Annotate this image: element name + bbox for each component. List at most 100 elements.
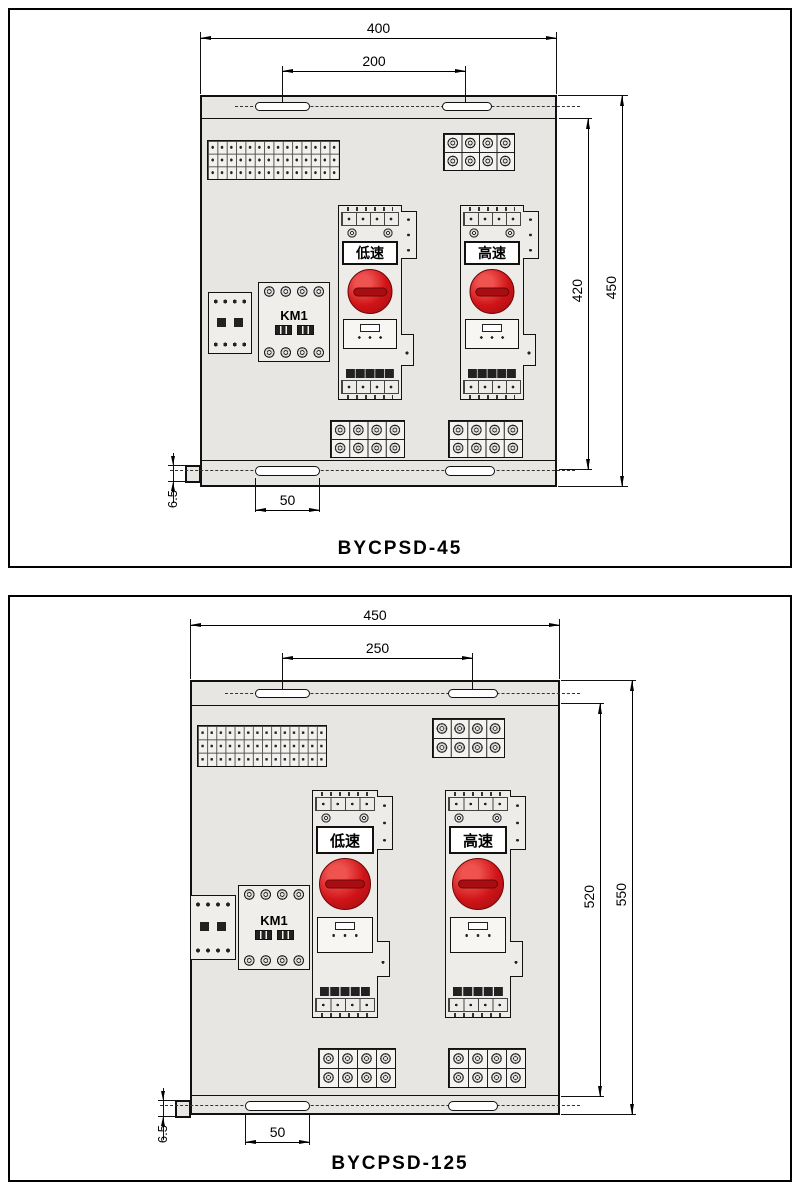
mounting-notches — [347, 207, 393, 211]
extension-line — [190, 619, 191, 679]
dim-label: 50 — [269, 1124, 286, 1140]
contactor-screw-row — [241, 887, 307, 902]
speed-label: 低速 — [316, 826, 374, 854]
terminal-squares — [468, 369, 516, 378]
extension-line — [556, 32, 557, 94]
screw-terminal-block — [443, 133, 515, 171]
mounting-notches — [454, 792, 502, 796]
diagram-frame-45: 400 200 420 450 低速 — [8, 8, 792, 568]
terminal-squares — [320, 987, 370, 996]
mounting-slot — [255, 102, 310, 111]
terminal-row-bottom — [463, 380, 521, 394]
contact-symbol — [296, 324, 314, 335]
extension-line — [561, 1096, 604, 1097]
arrow-up-icon — [171, 482, 175, 491]
device-dots-row — [211, 338, 249, 351]
dim-slot-offset: 50 — [255, 492, 320, 512]
display-window — [465, 319, 519, 349]
dim-label: 200 — [362, 53, 386, 69]
contact-symbol — [274, 324, 292, 335]
dim-flange-line — [173, 453, 174, 503]
starter-module-low-speed: 低速 — [338, 205, 417, 400]
mounting-slot — [445, 466, 495, 476]
terminal-row-bottom — [341, 380, 399, 394]
speed-label: 低速 — [342, 241, 398, 265]
extension-line — [465, 66, 466, 103]
extension-line — [561, 1114, 636, 1115]
knob-area — [313, 854, 377, 915]
diagram-frame-125: 450 250 520 550 低速 — [8, 595, 792, 1182]
terminal-squares — [453, 987, 503, 996]
mounting-notches — [469, 395, 515, 399]
dim-label: 550 — [613, 882, 629, 906]
screw-terminal-block — [318, 1048, 396, 1088]
extension-line — [282, 653, 283, 690]
device-dots-row — [211, 295, 249, 308]
dim-label: 450 — [363, 607, 387, 623]
device-squares — [200, 922, 226, 931]
flange-ear — [175, 1100, 191, 1118]
mounting-slot — [255, 466, 320, 476]
aux-contact-block — [401, 211, 417, 259]
extension-line — [200, 32, 201, 94]
contact-symbol — [254, 930, 272, 940]
aux-device — [190, 895, 236, 960]
dim-flange-line — [163, 1088, 164, 1140]
dim-label: 6.5 — [165, 490, 180, 509]
contact-symbol — [276, 930, 294, 940]
contactor-label: KM1 — [260, 913, 288, 928]
indicator-dots — [328, 932, 362, 939]
contactor: KM1 — [238, 885, 310, 970]
aux-device — [208, 292, 252, 354]
aux-contact-block — [377, 796, 393, 850]
knob-handle — [458, 879, 498, 889]
contact-symbols — [274, 324, 314, 335]
terminal-row-bottom — [448, 998, 508, 1012]
centerline-bottom — [170, 470, 575, 471]
strip-line-bottom — [190, 1095, 560, 1096]
display-window — [343, 319, 397, 349]
terminal-squares — [346, 369, 394, 378]
screw-terminal-block — [448, 1048, 526, 1088]
strip-line-top — [190, 705, 560, 706]
mounting-notches — [321, 792, 369, 796]
contact-symbols — [254, 930, 294, 940]
reset-button-icon — [482, 324, 502, 332]
rotary-knob-icon — [452, 858, 504, 910]
contactor-body: KM1 — [239, 902, 309, 952]
dim-body-height: 520 — [581, 703, 602, 1097]
dim-label: 50 — [279, 492, 296, 508]
dim-overall-width: 400 — [200, 20, 557, 40]
contactor-body: KM1 — [259, 299, 329, 344]
dim-label: 6.5 — [155, 1125, 170, 1144]
terminal-row-top — [463, 212, 521, 226]
knob-area — [339, 265, 401, 317]
side-tab — [377, 941, 390, 977]
mounting-notches — [347, 395, 393, 399]
extension-line — [561, 703, 604, 704]
extension-line — [559, 619, 560, 679]
dim-hole-spacing: 250 — [282, 640, 473, 660]
starter-module-high-speed: 高速 — [445, 790, 526, 1018]
rotary-knob-icon — [319, 858, 371, 910]
extension-line — [559, 118, 592, 119]
dim-body-height: 420 — [569, 118, 590, 470]
terminal-row-top — [341, 212, 399, 226]
indicator-dots — [354, 334, 386, 341]
contactor-screw-row — [241, 953, 307, 968]
diagram-title: BYCPSD-125 — [331, 1153, 469, 1174]
extension-line — [472, 653, 473, 690]
dim-overall-height: 450 — [603, 95, 624, 487]
extension-line — [309, 1113, 310, 1145]
extension-line — [158, 1100, 176, 1101]
screw-terminal-block — [432, 718, 505, 758]
strip-line-top — [200, 118, 557, 119]
knob-handle — [474, 287, 510, 296]
terminal-strip — [197, 725, 327, 767]
mounting-notches — [321, 1013, 369, 1017]
indicator-dots — [461, 932, 495, 939]
dim-label: 520 — [581, 885, 597, 909]
arrow-down-icon — [161, 1091, 165, 1100]
reset-button-icon — [335, 922, 355, 930]
strip-line-bottom — [200, 460, 557, 461]
